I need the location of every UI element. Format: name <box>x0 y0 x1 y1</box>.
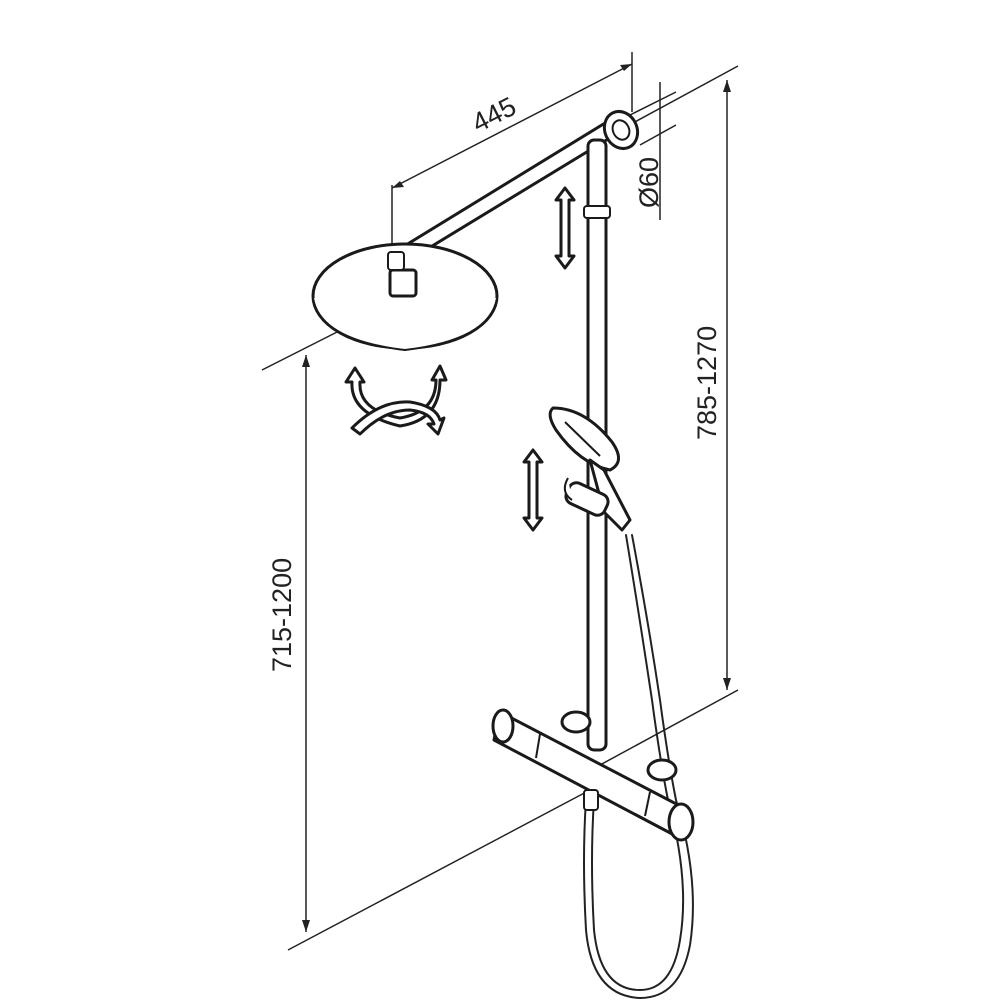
arm-length-label: 445 <box>467 91 521 138</box>
double-arrow-icon <box>522 448 544 532</box>
rain-shower-head <box>311 242 499 352</box>
thermostatic-mixer <box>491 708 695 842</box>
pipe-diameter-dimension: Ø60 <box>629 82 677 220</box>
head-height-dimension: 715-1200 <box>261 327 591 951</box>
swivel-arrows-icon <box>344 364 448 436</box>
shower-hose <box>583 534 694 999</box>
rail-height-dimension: 785-1270 <box>599 65 739 766</box>
head-height-label: 715-1200 <box>267 558 297 672</box>
double-arrow-icon <box>554 186 576 270</box>
pipe-diameter-label: Ø60 <box>634 157 664 208</box>
hand-shower <box>548 406 632 532</box>
rail-height-label: 785-1270 <box>692 326 722 440</box>
shower-arm <box>386 110 640 270</box>
